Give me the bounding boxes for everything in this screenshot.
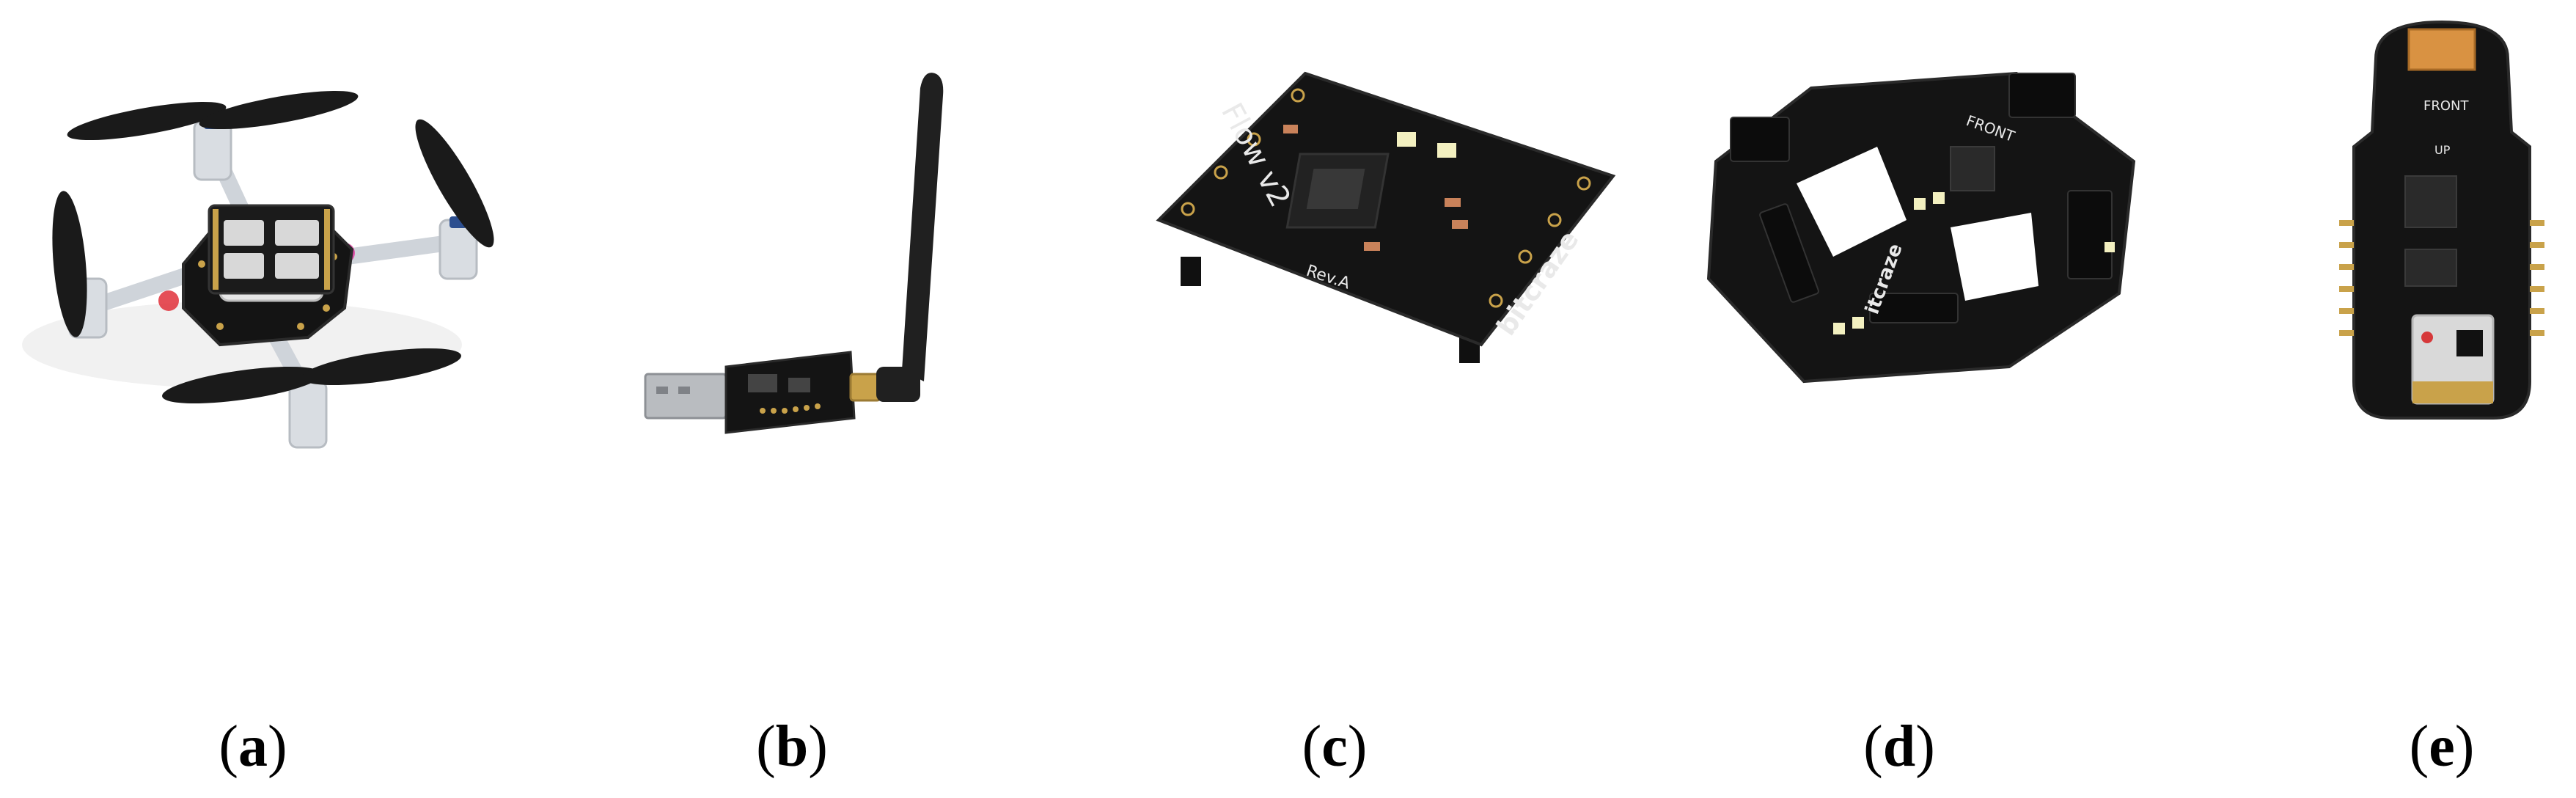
antenna: [902, 73, 944, 381]
panel-c: Flow v2 bitcraze Rev.A (c): [1144, 0, 1628, 798]
drone-photo: [22, 90, 494, 449]
panel-b: (b): [631, 0, 1041, 798]
caption-e: (e): [2409, 714, 2475, 779]
panel-e: FRONT UP (e): [2310, 0, 2576, 798]
caption-a: (a): [219, 714, 287, 779]
propellers: [52, 90, 494, 404]
usb-connector: [644, 373, 727, 420]
panel-a: (a): [0, 0, 528, 798]
panel-d: FRONT itcraze (d): [1687, 0, 2156, 798]
caption-d: (d): [1863, 714, 1935, 779]
flow-deck-photo: Flow v2 bitcraze Rev.A: [1156, 71, 1616, 363]
usb-radio-dongle-photo: [644, 73, 944, 434]
expansion-deck-pcb: [1706, 71, 2136, 384]
ai-deck-photo: FRONT UP: [2339, 20, 2544, 420]
caption-b: (b): [756, 714, 828, 779]
ai-front-text: FRONT: [2423, 98, 2469, 114]
ai-up-text: UP: [2434, 143, 2451, 157]
caption-c: (c): [1302, 714, 1368, 779]
expansion-deck-photo: FRONT itcraze: [1706, 71, 2136, 384]
flow-pcb: [1156, 71, 1616, 347]
